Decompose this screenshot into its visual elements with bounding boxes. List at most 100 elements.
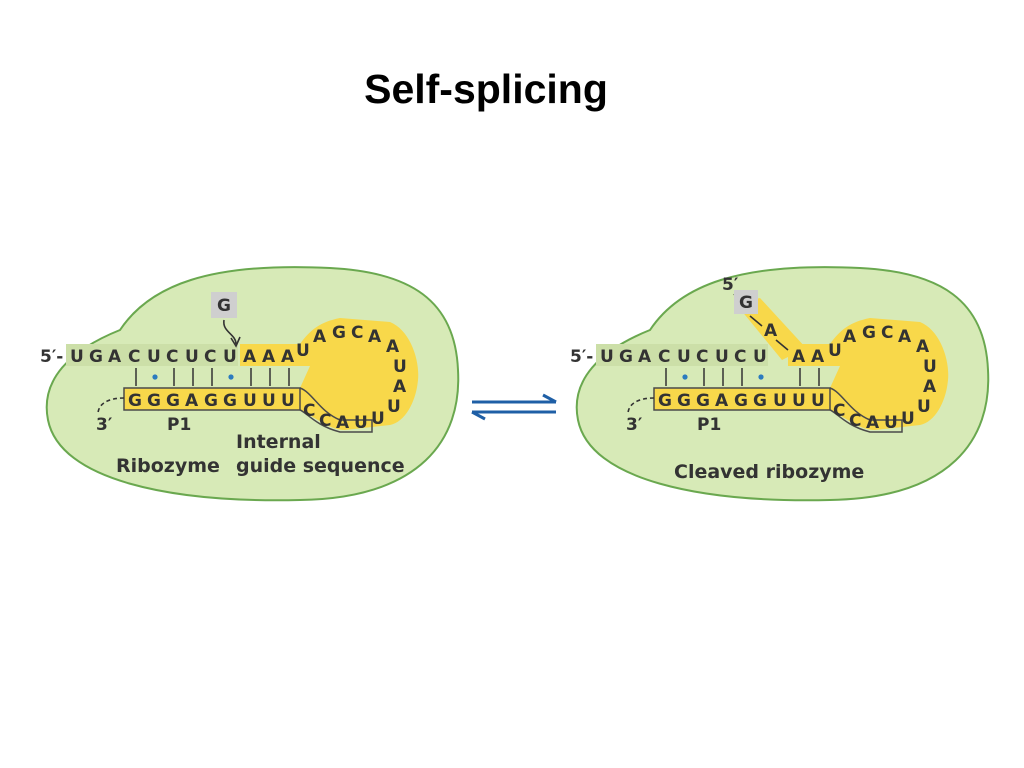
left-wobble-dot-2 — [228, 374, 234, 380]
nt: G — [619, 347, 633, 367]
nt: A — [916, 337, 930, 357]
nt: C — [881, 323, 893, 343]
left-p1-label: P1 — [167, 415, 191, 435]
right-guide-outline — [829, 387, 903, 433]
right-g-a-link — [749, 315, 789, 351]
nt: U — [792, 391, 806, 411]
left-g-box — [211, 292, 237, 318]
nt: C — [128, 347, 140, 367]
nt: U — [917, 397, 931, 417]
nt: U — [281, 391, 295, 411]
left-g-label: G — [217, 296, 231, 316]
right-3prime-label: 3′ — [626, 415, 643, 435]
igs-label-line2: guide sequence — [236, 455, 405, 477]
nt: A — [923, 377, 937, 397]
nt: A — [866, 413, 880, 433]
nt: A — [243, 347, 257, 367]
nt: G — [677, 391, 691, 411]
nt: C — [166, 347, 178, 367]
nt: U — [715, 347, 729, 367]
nt: G — [166, 391, 180, 411]
slide-title: Self-splicing — [364, 66, 608, 112]
right-igs-top: A A U — [792, 341, 842, 367]
right-ribozyme-panel: 5′ G A 5′- U G A C U C U C U A A U — [570, 266, 990, 502]
nt: U — [753, 347, 767, 367]
nt: U — [147, 347, 161, 367]
left-substrate-sequence: U G A C U C U C U A A A — [70, 347, 295, 367]
nt: G — [734, 391, 748, 411]
left-paired-strand: G G G A G G U U U — [128, 391, 295, 411]
nt: G — [696, 391, 710, 411]
nt: U — [185, 347, 199, 367]
left-loop-top: U A G C A — [296, 323, 382, 361]
nt: A — [368, 327, 382, 347]
nt: A — [811, 347, 825, 367]
nt: C — [204, 347, 216, 367]
right-wobble-dot-1 — [682, 374, 688, 380]
nt: G — [128, 391, 142, 411]
nt: G — [332, 323, 346, 343]
left-attack-arrow — [223, 319, 237, 345]
right-5prime-label: 5′- — [570, 347, 593, 367]
igs-label-line1: Internal — [236, 431, 321, 453]
nt: G — [223, 391, 237, 411]
right-substrate-band — [596, 344, 768, 366]
left-loop-bottom: U A C C — [303, 401, 368, 433]
nt: U — [811, 391, 825, 411]
nt: A — [393, 377, 407, 397]
nt: G — [753, 391, 767, 411]
nt: C — [734, 347, 746, 367]
nt: U — [387, 397, 401, 417]
left-3prime-tail — [97, 397, 125, 415]
right-wobble-dot-2 — [758, 374, 764, 380]
nt: U — [677, 347, 691, 367]
nt: G — [89, 347, 103, 367]
nt: A — [185, 391, 199, 411]
nt: U — [901, 409, 915, 429]
nt: C — [658, 347, 670, 367]
nt: A — [843, 327, 857, 347]
nt: A — [336, 413, 350, 433]
right-loop-right: A U A U U — [901, 337, 937, 429]
nt: U — [828, 341, 842, 361]
arrowhead-icon — [230, 336, 241, 348]
nt: U — [600, 347, 614, 367]
left-ribozyme-panel: 5′- U G A C U C U C U A A A U A G C A — [40, 266, 460, 502]
left-guide-outline — [299, 387, 373, 433]
equilibrium-arrows-icon — [471, 393, 557, 421]
right-g-label: G — [739, 293, 753, 313]
nt: A — [281, 347, 295, 367]
nt: C — [351, 323, 363, 343]
nt: U — [923, 357, 937, 377]
nt: C — [319, 411, 331, 431]
nt: U — [243, 391, 257, 411]
nt: A — [386, 337, 400, 357]
nt: G — [658, 391, 672, 411]
nt: U — [393, 357, 407, 377]
nt: U — [371, 409, 385, 429]
right-g-box — [734, 290, 758, 314]
right-loop-bottom: U A C C — [833, 401, 898, 433]
right-3prime-tail — [627, 397, 655, 415]
nt: U — [884, 413, 898, 433]
right-pairing-ticks — [665, 368, 820, 386]
nt: A — [638, 347, 652, 367]
nt: A — [262, 347, 276, 367]
nt: A — [792, 347, 806, 367]
right-p1-label: P1 — [697, 415, 721, 435]
nt: C — [303, 401, 315, 421]
nt: G — [862, 323, 876, 343]
nt: C — [849, 411, 861, 431]
nt: U — [223, 347, 237, 367]
left-p1-box — [123, 387, 301, 411]
right-paired-strand: G G G A G G U U U — [658, 391, 825, 411]
right-p1-box — [653, 387, 831, 411]
left-loop-right: A U A U U — [371, 337, 407, 429]
nt: A — [715, 391, 729, 411]
nt: G — [204, 391, 218, 411]
nt: A — [108, 347, 122, 367]
nt: C — [696, 347, 708, 367]
nt: U — [262, 391, 276, 411]
